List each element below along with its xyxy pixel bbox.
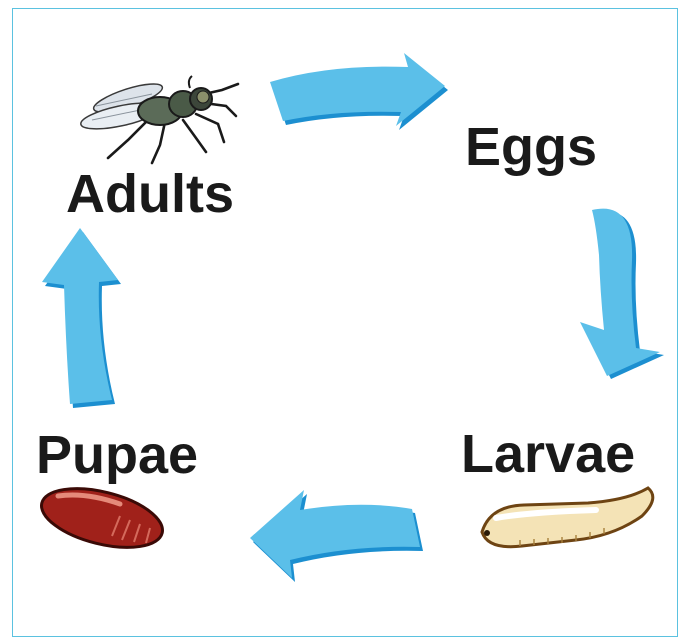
arrow-adults-to-eggs — [270, 53, 448, 130]
stage-label-pupae: Pupae — [36, 428, 198, 482]
arrow-eggs-to-larvae — [580, 209, 664, 379]
stage-label-larvae: Larvae — [461, 427, 635, 481]
stage-label-adults: Adults — [66, 167, 234, 221]
fly-icon — [79, 76, 238, 163]
arrow-pupae-to-adults — [42, 228, 121, 408]
pupa-icon — [36, 478, 169, 558]
stage-label-eggs: Eggs — [465, 120, 597, 174]
larva-icon — [482, 488, 653, 547]
arrow-larvae-to-pupae — [250, 490, 423, 582]
